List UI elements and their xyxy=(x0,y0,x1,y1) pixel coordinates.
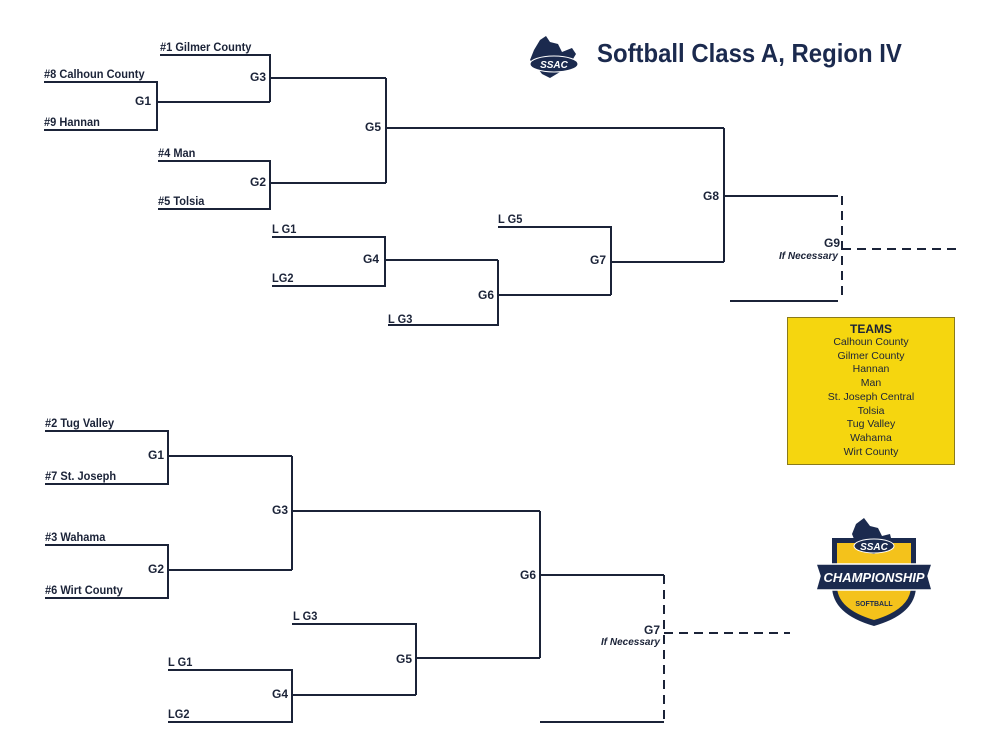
team-label: #2 Tug Valley xyxy=(45,416,115,430)
game-label: G8 xyxy=(702,189,719,203)
loser-label: L G1 xyxy=(272,222,297,236)
loser-label: L G3 xyxy=(293,609,318,623)
bracket-line xyxy=(272,236,386,287)
game-label: G5 xyxy=(395,652,412,666)
team-list-item: Calhoun County xyxy=(833,336,909,348)
team-label: #1 Gilmer County xyxy=(160,40,252,54)
team-list-item: Gilmer County xyxy=(837,349,905,362)
team-label: #9 Hannan xyxy=(44,115,100,129)
page-title: Softball Class A, Region IV xyxy=(597,38,902,68)
teams-list: Calhoun County Gilmer County Hannan Man … xyxy=(788,336,954,459)
team-label: #4 Man xyxy=(158,146,196,160)
game-label: G1 xyxy=(147,448,164,462)
if-necessary-label: If Necessary xyxy=(779,251,838,262)
game-label: G7 xyxy=(643,623,660,637)
team-label: #3 Wahama xyxy=(45,530,106,544)
loser-label: L G1 xyxy=(168,655,193,669)
badge-logo-text: SSAC xyxy=(860,542,889,553)
loser-label: L G3 xyxy=(388,312,413,326)
bracket-line xyxy=(498,226,612,295)
loser-label: LG2 xyxy=(272,271,294,285)
game-label: G4 xyxy=(271,687,288,701)
game-label: G6 xyxy=(477,288,494,302)
badge-main-text: CHAMPIONSHIP xyxy=(823,570,924,585)
badge-sub-text: SOFTBALL xyxy=(855,601,893,608)
team-list-item: Tug Valley xyxy=(846,418,896,431)
game-label: G7 xyxy=(589,253,606,267)
team-label: #8 Calhoun County xyxy=(44,67,145,81)
if-necessary-label: If Necessary xyxy=(601,637,660,648)
game-label: G1 xyxy=(134,94,151,108)
game-label: G5 xyxy=(364,120,381,134)
bracket-line xyxy=(160,54,271,102)
game-label: G3 xyxy=(271,503,288,517)
team-list-item: Wirt County xyxy=(843,445,899,458)
team-list-item: Hannan xyxy=(852,363,890,376)
bracket-line xyxy=(45,430,169,485)
game-label: G2 xyxy=(147,562,164,576)
teams-heading: TEAMS xyxy=(850,322,892,336)
game-label: G3 xyxy=(249,70,266,84)
bracket-line xyxy=(158,160,271,210)
championship-badge: SSAC CHAMPIONSHIP SOFTBALL xyxy=(814,518,934,626)
game-label: G6 xyxy=(519,568,536,582)
logo-text: SSAC xyxy=(540,60,569,71)
teams-panel: TEAMS Calhoun County Gilmer County Hanna… xyxy=(787,317,955,465)
game-label: G4 xyxy=(362,252,379,266)
game-label: G2 xyxy=(249,175,266,189)
team-list-item: Tolsia xyxy=(857,404,885,417)
team-list-item: Wahama xyxy=(850,431,892,444)
loser-label: L G5 xyxy=(498,212,523,226)
team-list-item: Man xyxy=(860,377,882,390)
bracket-line xyxy=(388,260,499,326)
team-label: #7 St. Joseph xyxy=(45,469,117,483)
team-list-item: St. Joseph Central xyxy=(827,390,915,403)
bracket-line xyxy=(44,81,158,131)
game-label: G9 xyxy=(823,236,840,250)
bracket-line xyxy=(45,544,169,599)
loser-label: LG2 xyxy=(168,707,190,721)
team-label: #6 Wirt County xyxy=(45,583,123,597)
ssac-logo: SSAC xyxy=(529,36,579,78)
team-label: #5 Tolsia xyxy=(158,194,205,208)
